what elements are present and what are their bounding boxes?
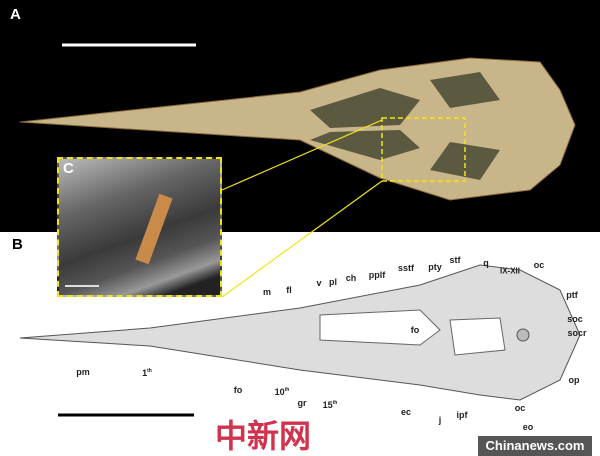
label-stf: stf	[449, 255, 461, 265]
label-10th: 10th	[274, 387, 290, 397]
label-ipf: ipf	[456, 410, 468, 420]
label-oc: oc	[533, 260, 545, 270]
label-fo-foramen: fo	[233, 385, 243, 395]
label-fo: fo	[410, 325, 420, 335]
label-eo: eo	[522, 422, 534, 432]
panel-label-a: A	[10, 6, 21, 23]
label-gr: gr	[297, 398, 307, 408]
label-15th: 15th	[322, 400, 338, 410]
highlight-box	[381, 117, 466, 182]
label-ec: ec	[400, 407, 412, 417]
watermark-logo: 中新网	[215, 417, 312, 455]
label-ch: ch	[345, 273, 357, 283]
label-soc: soc	[567, 314, 583, 324]
label-m: m	[262, 287, 272, 297]
label-socr: socr	[567, 328, 587, 338]
label-pty: pty	[428, 262, 442, 272]
scale-bar-c	[65, 285, 99, 287]
skull-photo	[19, 57, 576, 201]
label-v: v	[316, 278, 322, 288]
panel-label-b: B	[12, 236, 23, 253]
label-op: op	[568, 375, 580, 385]
label-sstf: sstf	[397, 263, 415, 273]
label-pl: pl	[329, 277, 337, 287]
watermark-site: Chinanews.com	[478, 436, 592, 456]
label-oc-lower: oc	[514, 403, 526, 413]
label-ptf: ptf	[566, 290, 578, 300]
callout-line	[221, 180, 383, 298]
label-ix-xii: IX-XII	[499, 266, 521, 276]
label-fl: fl	[286, 285, 292, 295]
callout-line	[221, 119, 383, 191]
label-1th: 1th	[142, 368, 152, 378]
label-q: q	[483, 258, 489, 268]
panel-label-c: C	[63, 160, 74, 177]
inset-c-photo	[57, 157, 222, 297]
label-pplf: pplf	[368, 270, 386, 280]
label-pm: pm	[76, 367, 90, 377]
skull-illustration	[19, 264, 581, 401]
label-j: j	[438, 415, 442, 425]
